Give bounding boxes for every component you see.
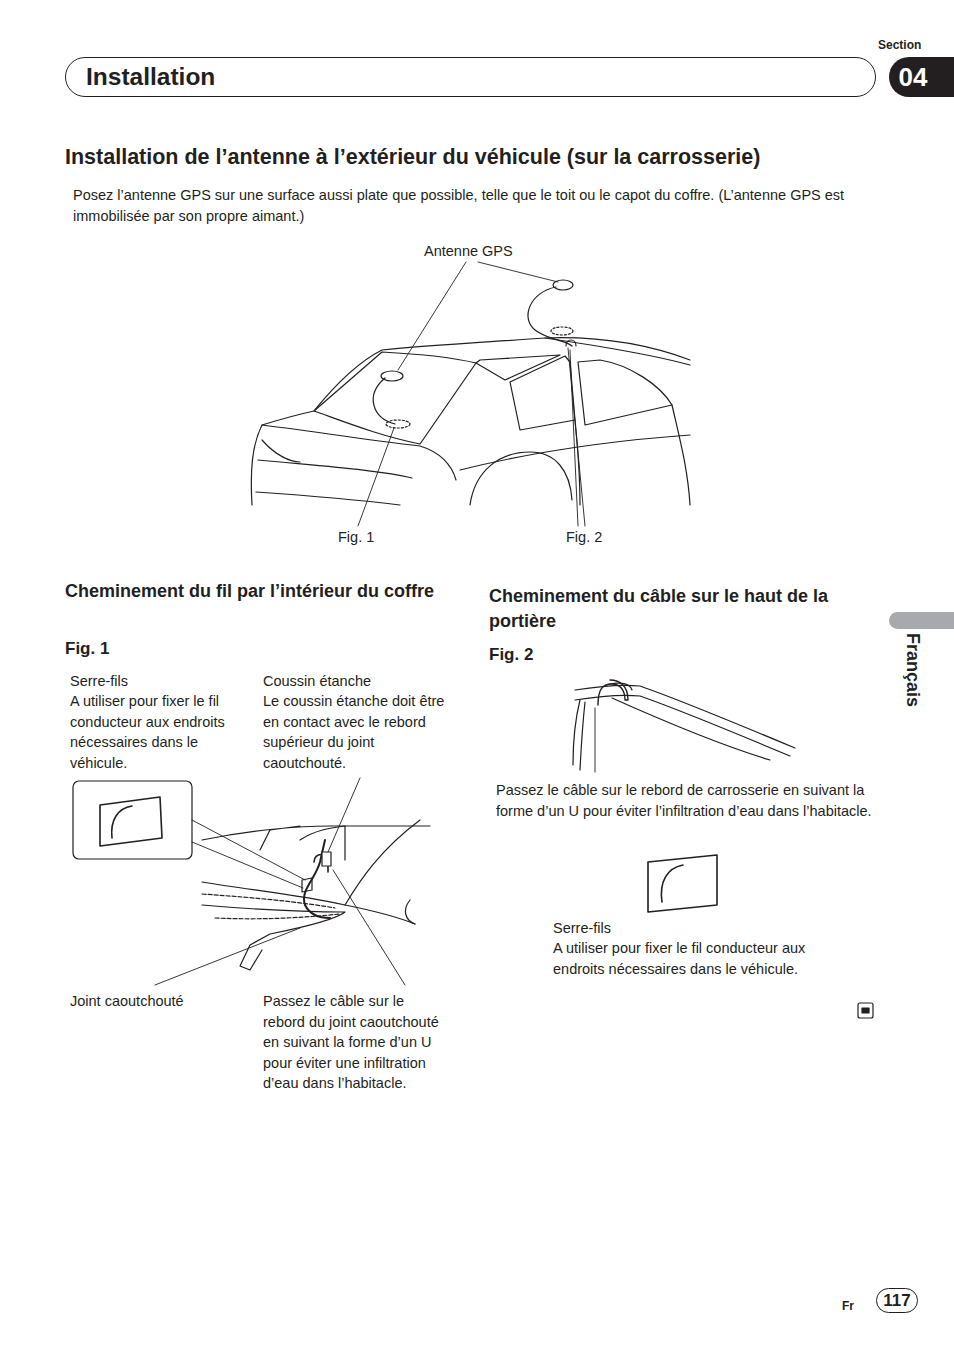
cable-entry	[551, 327, 573, 335]
figure-label: Fig. 2	[489, 644, 533, 666]
intro-text: Posez l’antenne GPS sur une surface auss…	[73, 185, 895, 226]
icon-frame	[73, 781, 192, 859]
leader-line	[155, 928, 300, 985]
header-title: Installation	[86, 58, 875, 96]
cable	[610, 683, 632, 690]
part-label: Serre-fils	[70, 671, 128, 692]
car-body	[251, 338, 690, 505]
section-badge: Section 04	[876, 37, 954, 97]
figure-ref: Fig. 1	[338, 528, 374, 546]
language-code: Fr	[842, 1298, 854, 1314]
section-number: 04	[889, 57, 937, 97]
wire-clip	[302, 878, 312, 892]
trunk-edge	[262, 425, 456, 480]
side-window	[476, 355, 672, 430]
leader-line	[333, 870, 405, 985]
door-frame	[575, 685, 795, 760]
leader-line	[358, 348, 585, 526]
note-text: Passez le câble sur le rebord de carross…	[496, 780, 876, 821]
note-text: Passez le câble sur le rebord du joint c…	[263, 991, 445, 1094]
rubber-seal	[202, 894, 340, 919]
note-text: A utiliser pour fixer le fil conducteur …	[553, 938, 821, 979]
antenna-cable	[373, 378, 395, 424]
header-bar: Installation	[65, 57, 876, 97]
door-pillar	[573, 700, 585, 770]
leader-line	[328, 778, 360, 852]
tail-light	[262, 440, 300, 462]
subheading: Cheminement du câble sur le haut de la p…	[489, 584, 869, 634]
page-number: 117	[876, 1288, 918, 1313]
end-mark	[858, 1003, 873, 1018]
leader-line	[595, 708, 596, 772]
note-text: Le coussin étanche doit être en contact …	[263, 691, 445, 773]
trunk-lid	[300, 820, 420, 924]
figure-ref: Fig. 2	[566, 528, 602, 546]
wire-clip	[648, 855, 717, 912]
gps-antenna	[381, 371, 403, 381]
language-tab: Français	[889, 612, 954, 727]
cable-entry	[386, 420, 410, 428]
part-label: Coussin étanche	[263, 671, 371, 692]
wheel-arch	[470, 452, 572, 505]
rear-window	[314, 352, 476, 444]
waterproof-pad	[322, 852, 331, 866]
part-label: Antenne GPS	[424, 242, 513, 260]
part-label: Joint caoutchouté	[70, 991, 184, 1012]
part-label: Serre-fils	[553, 918, 611, 939]
trunk-lid	[202, 905, 345, 970]
note-text: A utiliser pour fixer le fil conducteur …	[70, 691, 248, 773]
figure-label: Fig. 1	[65, 638, 109, 660]
antenna-cable	[528, 287, 572, 346]
subheading: Cheminement du fil par l’intérieur du co…	[65, 579, 440, 604]
roof-line	[545, 338, 690, 365]
end-mark	[862, 1008, 869, 1013]
leader-line	[398, 262, 558, 370]
cable-u-bend	[566, 340, 576, 346]
trunk-rear	[256, 460, 412, 505]
tab-bar	[889, 612, 954, 629]
section-caption: Section	[878, 37, 921, 53]
page-heading: Installation de l’antenne à l’extérieur …	[65, 143, 925, 171]
door-line	[575, 405, 690, 505]
wire-clip	[100, 797, 162, 846]
page-number-text: 117	[883, 1289, 911, 1312]
leader-line	[192, 820, 305, 888]
language-tab-text: Français	[901, 633, 925, 707]
